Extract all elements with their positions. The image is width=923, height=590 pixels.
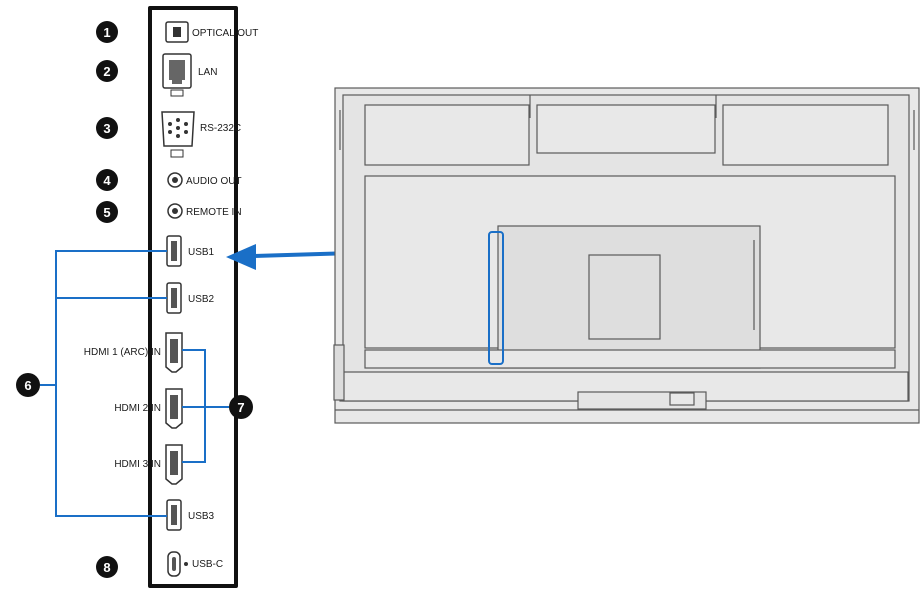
monitor-side-buttons (333, 344, 345, 401)
badge-6: 6 (16, 373, 40, 397)
usb3-port-icon (166, 499, 182, 531)
badge-8: 8 (96, 556, 118, 578)
badge-5: 5 (96, 201, 118, 223)
port-label-usb2: USB2 (188, 294, 215, 305)
badge-1: 1 (96, 21, 118, 43)
badge-7: 7 (229, 395, 253, 419)
port-label-usb3: USB3 (188, 511, 215, 522)
terminal-panel: OPTICAL OUT LAN RS-232C AUDIO OUT REMOTE… (16, 6, 258, 588)
port-label-rs232c: RS-232C (200, 123, 241, 134)
port-label-hdmi1: HDMI 1 (ARC) IN (84, 347, 161, 358)
audio-jack-icon (167, 172, 183, 188)
remote-jack-icon (167, 203, 183, 219)
monitor-center-plate (588, 254, 661, 340)
terminal-strip-outline (148, 6, 238, 588)
hdmi-group-bracket (182, 349, 229, 463)
svg-text:4: 4 (103, 173, 111, 188)
highlighted-terminal-area (488, 231, 504, 365)
svg-text:7: 7 (237, 400, 244, 415)
port-label-hdmi2: HDMI 2 IN (114, 403, 161, 414)
hdmi1-port-icon (165, 332, 183, 373)
port-label-remote-in: REMOTE IN (186, 207, 242, 218)
svg-text:5: 5 (103, 205, 110, 220)
port-label-hdmi3: HDMI 3 IN (114, 459, 161, 470)
svg-text:8: 8 (103, 560, 110, 575)
port-label-lan: LAN (198, 67, 217, 78)
usb2-port-icon (166, 282, 182, 314)
port-label-usb1: USB1 (188, 247, 215, 258)
hdmi3-port-icon (165, 444, 183, 485)
rs232c-port-icon (161, 111, 195, 158)
usb-group-bracket (40, 250, 167, 517)
svg-text:2: 2 (103, 64, 110, 79)
port-label-optical-out: OPTICAL OUT (192, 28, 258, 39)
lan-port-icon (162, 53, 192, 97)
hdmi2-port-icon (165, 388, 183, 429)
port-label-audio-out: AUDIO OUT (186, 176, 242, 187)
usb1-port-icon (166, 235, 182, 267)
monitor-rear-view (333, 87, 920, 424)
svg-text:1: 1 (103, 25, 110, 40)
svg-text:3: 3 (103, 121, 110, 136)
usbc-port-icon (167, 551, 188, 577)
badge-4: 4 (96, 169, 118, 191)
badge-3: 3 (96, 117, 118, 139)
badge-2: 2 (96, 60, 118, 82)
svg-text:6: 6 (24, 378, 31, 393)
port-label-usbc: USB-C (192, 559, 223, 570)
optical-port-icon (165, 21, 189, 43)
